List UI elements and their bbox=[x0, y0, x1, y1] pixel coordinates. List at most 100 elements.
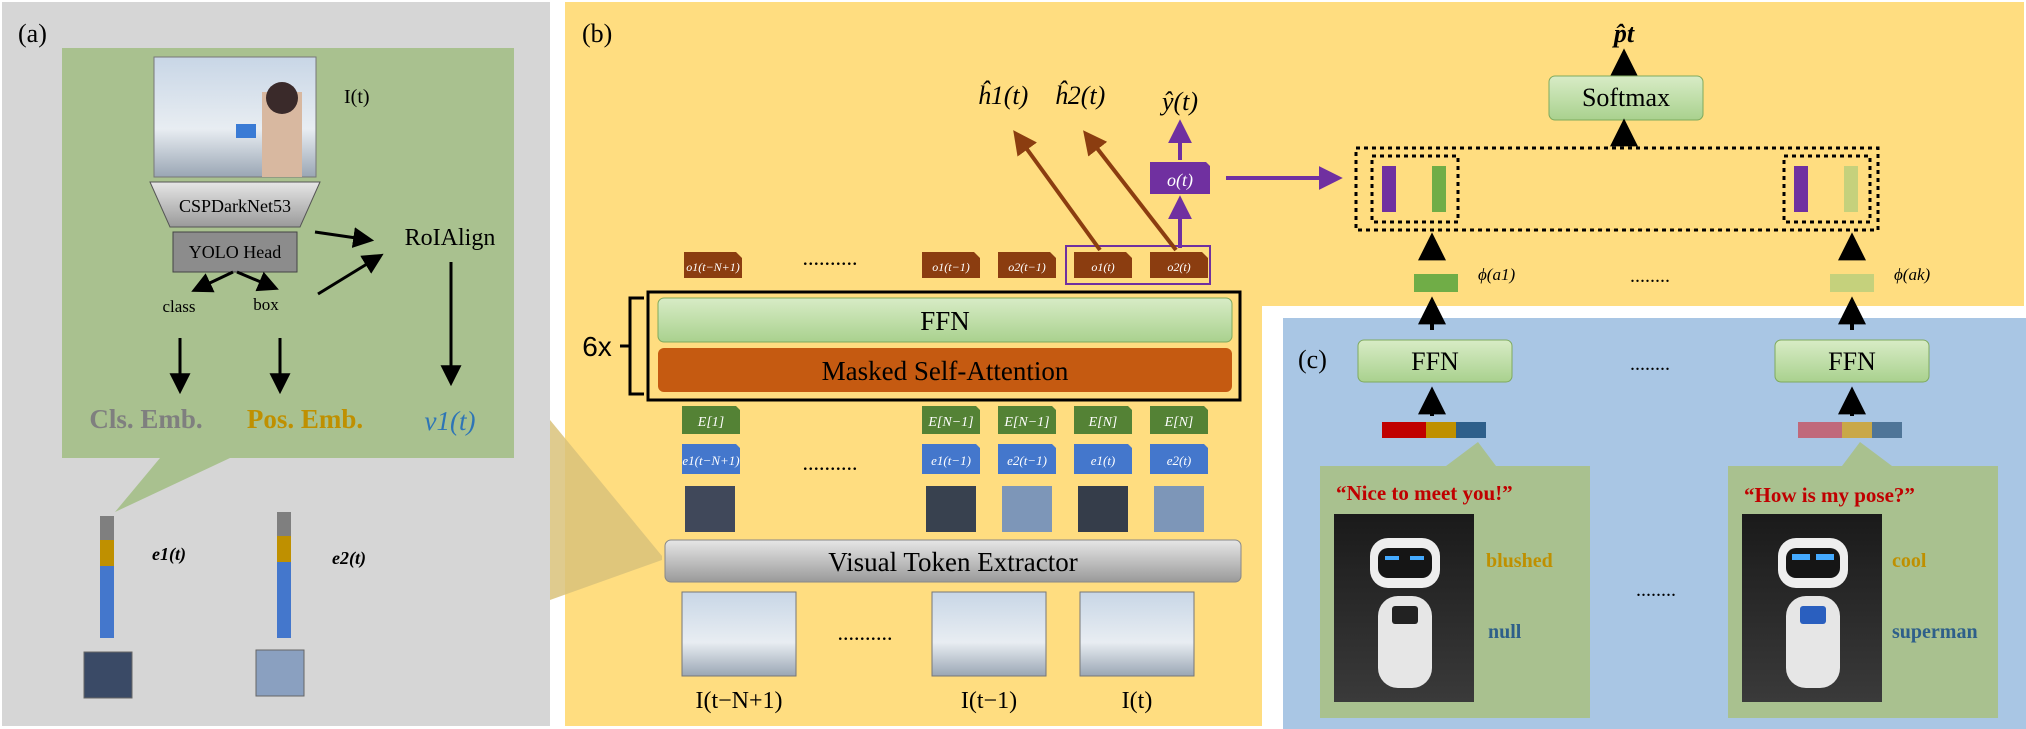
e1-token-bar bbox=[100, 516, 114, 638]
output-dots: .......... bbox=[803, 245, 858, 270]
pose-label-1: null bbox=[1488, 621, 1522, 643]
backbone-label: CSPDarkNet53 bbox=[179, 196, 291, 216]
repeat-label: 6x bbox=[582, 331, 612, 362]
ffn-block-1 bbox=[1357, 339, 1513, 383]
box-label: box bbox=[253, 295, 279, 314]
crop-thumbnail bbox=[1002, 486, 1052, 532]
position-embedding bbox=[682, 406, 740, 434]
yolo-head-block bbox=[172, 231, 298, 273]
e1-label: e1(t) bbox=[152, 544, 186, 565]
score-outer-box bbox=[1354, 146, 1880, 232]
e1-crop-thumbnail bbox=[83, 651, 133, 699]
ffn-dots: ........ bbox=[1630, 353, 1670, 375]
visual-token-extractor bbox=[664, 539, 1242, 583]
frame-label: I(t−1) bbox=[961, 688, 1017, 714]
v1-label: v1(t) bbox=[425, 406, 476, 436]
position-embeddings bbox=[682, 406, 1208, 434]
output-token-label: o2(t) bbox=[1167, 260, 1190, 274]
position-embedding bbox=[1074, 406, 1132, 434]
phi1-label: ϕ(a1) bbox=[1478, 265, 1515, 284]
input-frame bbox=[1079, 591, 1195, 677]
position-embedding-label: E[N] bbox=[1164, 415, 1194, 430]
h1-label: ĥ1(t) bbox=[978, 81, 1029, 110]
position-embedding-label: E[N] bbox=[1088, 415, 1118, 430]
output-token-label: o1(t) bbox=[1091, 260, 1114, 274]
output-token-label: o1(t−N+1) bbox=[686, 260, 740, 274]
quote-k: “How is my pose?” bbox=[1744, 483, 1915, 507]
ffn-label-1: FFN bbox=[1411, 347, 1459, 376]
softmax-label: Softmax bbox=[1582, 83, 1670, 112]
visual-token-label: e1(t) bbox=[1091, 453, 1116, 468]
visual-token bbox=[998, 444, 1056, 474]
e2-crop-thumbnail bbox=[255, 649, 305, 697]
robot-image-1 bbox=[1334, 514, 1474, 702]
crop-thumbnail bbox=[1154, 486, 1204, 532]
action-input-bar-1 bbox=[1382, 422, 1486, 438]
current-output-box bbox=[1065, 245, 1211, 285]
class-label: class bbox=[162, 297, 195, 316]
yolo-head-label: YOLO Head bbox=[189, 242, 281, 262]
crop-thumbnails bbox=[685, 486, 1204, 532]
p-label: p̂t bbox=[1612, 19, 1635, 48]
attention-layer bbox=[658, 348, 1232, 392]
phik-label: ϕ(ak) bbox=[1894, 265, 1931, 284]
score-box-k bbox=[1782, 154, 1872, 224]
frame-dots: .......... bbox=[838, 620, 893, 645]
expression-label-k: cool bbox=[1892, 550, 1927, 572]
output-token bbox=[922, 252, 980, 278]
score-box-1 bbox=[1370, 154, 1460, 224]
token-dots: .......... bbox=[803, 450, 858, 475]
crop-thumbnail bbox=[926, 486, 976, 532]
position-embedding bbox=[922, 406, 980, 434]
roialign-label: RoIAlign bbox=[405, 225, 496, 251]
output-token bbox=[684, 252, 742, 278]
position-embedding-label: E[1] bbox=[697, 415, 724, 430]
output-token-label: o1(t−1) bbox=[932, 260, 969, 274]
ffn-block-k bbox=[1774, 339, 1930, 383]
phi-dots: ........ bbox=[1630, 265, 1670, 287]
extractor-label: Visual Token Extractor bbox=[828, 547, 1077, 577]
o-label: o(t) bbox=[1167, 170, 1193, 191]
position-embedding bbox=[1150, 406, 1208, 434]
output-tokens bbox=[684, 252, 1208, 278]
visual-token bbox=[922, 444, 980, 474]
visual-token-label: e1(t−N+1) bbox=[682, 453, 739, 468]
e2-token-bar bbox=[277, 512, 291, 638]
cls-emb-label: Cls. Emb. bbox=[89, 404, 202, 434]
input-frame bbox=[681, 591, 797, 677]
phik-embedding bbox=[1830, 274, 1874, 292]
visual-token-label: e2(t−1) bbox=[1007, 453, 1047, 468]
backbone-block bbox=[149, 181, 321, 228]
frame-label: I(t) bbox=[1122, 688, 1153, 714]
action-input-bar-k bbox=[1798, 422, 1902, 438]
input-frame-thumbnail bbox=[153, 56, 317, 178]
position-embedding-label: E[N−1] bbox=[927, 415, 973, 430]
e2-label: e2(t) bbox=[332, 548, 366, 569]
position-embedding bbox=[998, 406, 1056, 434]
input-frame bbox=[931, 591, 1047, 677]
panel-a-label: (a) bbox=[18, 19, 47, 48]
visual-token bbox=[1150, 444, 1208, 474]
ffn-layer bbox=[657, 297, 1233, 343]
panel-b-label: (b) bbox=[582, 19, 612, 48]
output-token bbox=[998, 252, 1056, 278]
visual-token-label: e1(t−1) bbox=[931, 453, 971, 468]
visual-tokens bbox=[682, 444, 1208, 474]
output-token bbox=[1150, 252, 1208, 278]
phi1-embedding bbox=[1414, 274, 1458, 292]
crop-thumbnail bbox=[1078, 486, 1128, 532]
ffn-label-k: FFN bbox=[1828, 347, 1876, 376]
ffn-label: FFN bbox=[920, 306, 970, 336]
y-label: ŷ(t) bbox=[1159, 87, 1198, 116]
pos-emb-label: Pos. Emb. bbox=[247, 404, 363, 434]
o-token bbox=[1150, 162, 1210, 194]
expression-label-1: blushed bbox=[1486, 550, 1553, 572]
frame-label: I(t) bbox=[344, 86, 370, 108]
visual-token-label: e2(t) bbox=[1167, 453, 1192, 468]
output-token-label: o2(t−1) bbox=[1008, 260, 1045, 274]
pose-label-k: superman bbox=[1892, 621, 1978, 643]
transformer-block bbox=[646, 290, 1242, 402]
h2-label: ĥ2(t) bbox=[1055, 81, 1106, 110]
output-token bbox=[1074, 252, 1132, 278]
